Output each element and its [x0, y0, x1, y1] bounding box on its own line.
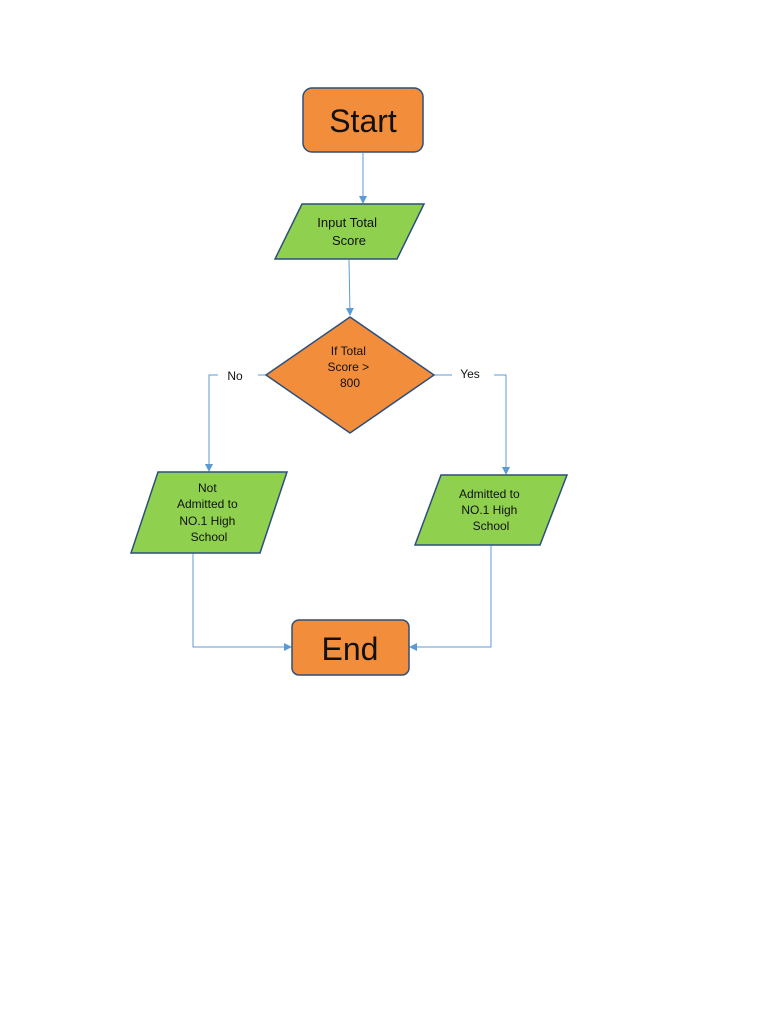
end-shape — [291, 619, 410, 676]
not-admitted-line-3: NO.1 High — [179, 514, 235, 528]
not-admitted-line-4: School — [191, 530, 228, 544]
no-branch-label: No — [227, 369, 243, 383]
admitted-shape — [413, 474, 569, 546]
yes-branch-label: Yes — [460, 367, 480, 381]
connector-admitted-to-end — [409, 546, 492, 651]
admitted-line-2: NO.1 High — [461, 503, 517, 517]
start-node: Start — [302, 87, 424, 153]
not-admitted-shape — [129, 471, 289, 554]
not-admitted-node: Not Admitted to NO.1 High School — [129, 471, 289, 554]
decision-label-line-3: 800 — [340, 376, 360, 390]
decision-shape — [264, 316, 436, 434]
start-shape — [302, 87, 424, 153]
decision-label-line-2: Score > — [327, 360, 369, 374]
not-admitted-label: Not Admitted to NO.1 High School — [177, 481, 241, 544]
admitted-line-3: School — [473, 519, 510, 533]
connector-input-to-decision — [345, 259, 354, 316]
decision-node: If Total Score > 800 — [264, 316, 436, 434]
input-label-line-2: Score — [332, 233, 366, 248]
not-admitted-line-1: Not — [198, 481, 217, 495]
admitted-label: Admitted to NO.1 High School — [459, 487, 523, 533]
end-label: End — [322, 631, 379, 667]
decision-label-line-1: If Total — [331, 344, 366, 358]
connector-decision-no — [209, 374, 266, 471]
end-node: End — [291, 619, 410, 676]
connectors — [192, 153, 506, 651]
admitted-node: Admitted to NO.1 High School — [413, 474, 569, 546]
input-label: Input Total Score — [317, 215, 380, 248]
input-label-line-1: Input Total — [317, 215, 377, 230]
decision-label: If Total Score > 800 — [327, 344, 372, 390]
input-node: Input Total Score — [273, 203, 426, 260]
connector-not-admitted-to-end — [192, 553, 292, 651]
connector-decision-yes — [434, 374, 506, 474]
input-shape — [273, 203, 426, 260]
admitted-line-1: Admitted to — [459, 487, 520, 501]
not-admitted-line-2: Admitted to — [177, 497, 238, 511]
start-label: Start — [329, 103, 397, 139]
